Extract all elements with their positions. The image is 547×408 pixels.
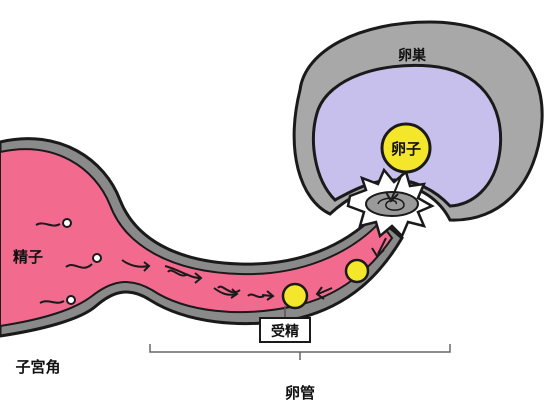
fertilized-egg-1 — [346, 260, 368, 282]
sperm-label: 精子 — [13, 248, 43, 266]
fertilized-egg-2 — [283, 284, 307, 308]
fertilization-label: 受精 — [271, 323, 299, 340]
sperm-2-head — [93, 254, 101, 262]
sperm-1-head — [63, 219, 71, 227]
oviduct-bracket — [150, 344, 450, 360]
uterine-horn-label: 子宮角 — [15, 358, 60, 376]
egg-label: 卵子 — [391, 140, 421, 158]
ovary-label: 卵巣 — [398, 47, 427, 64]
oviduct-label: 卵管 — [285, 384, 315, 402]
sperm-3-head — [67, 296, 75, 304]
